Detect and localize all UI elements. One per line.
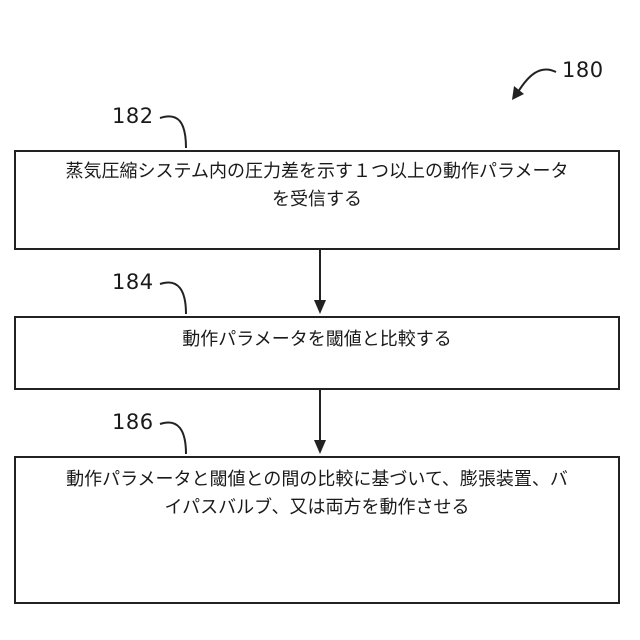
- process-step-box: 蒸気圧縮システム内の圧力差を示す１つ以上の動作パラメータ を受信する: [14, 150, 620, 250]
- flow-arrowhead-2: [314, 440, 326, 454]
- leader-182: [160, 116, 186, 148]
- process-step-line: 蒸気圧縮システム内の圧力差を示す１つ以上の動作パラメータ: [16, 158, 618, 186]
- figure-ref-number: 180: [562, 58, 604, 82]
- leader-184: [160, 282, 186, 314]
- step-ref-number: 182: [112, 104, 154, 128]
- figure-ref-arrowhead: [512, 86, 524, 100]
- flow-arrowhead-1: [314, 300, 326, 314]
- leader-186: [160, 422, 186, 454]
- process-step-line: を受信する: [16, 186, 618, 214]
- figure-ref-arrow: [518, 69, 556, 92]
- process-step-line: 動作パラメータと閾値との間の比較に基づいて、膨張装置、バ: [16, 466, 618, 494]
- process-step-box: 動作パラメータと閾値との間の比較に基づいて、膨張装置、バ イパスバルブ、又は両方…: [14, 456, 620, 604]
- process-step-box: 動作パラメータを閾値と比較する: [14, 316, 620, 390]
- process-step-text: 動作パラメータを閾値と比較する: [16, 326, 618, 354]
- process-step-line: イパスバルブ、又は両方を動作させる: [16, 494, 618, 522]
- process-step-text: 蒸気圧縮システム内の圧力差を示す１つ以上の動作パラメータ を受信する: [16, 158, 618, 214]
- process-step-text: 動作パラメータと閾値との間の比較に基づいて、膨張装置、バ イパスバルブ、又は両方…: [16, 466, 618, 522]
- step-ref-number: 184: [112, 270, 154, 294]
- step-ref-number: 186: [112, 410, 154, 434]
- process-step-line: 動作パラメータを閾値と比較する: [16, 326, 618, 354]
